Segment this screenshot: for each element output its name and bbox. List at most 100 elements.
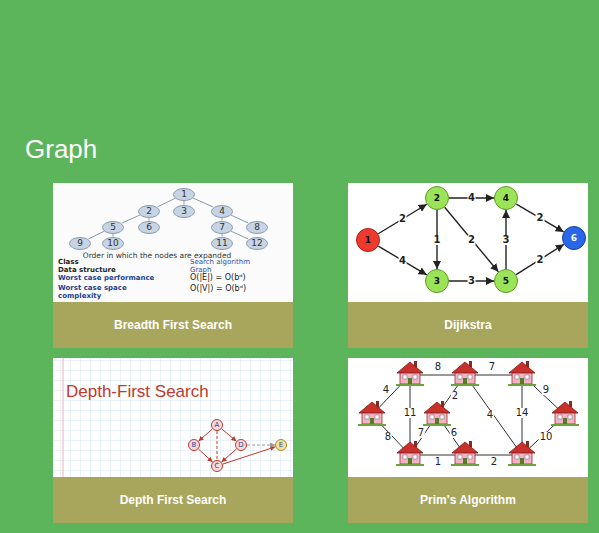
graph-edge — [217, 431, 218, 460]
graph-edge — [222, 429, 237, 441]
graph-vertex: 2 — [138, 205, 160, 218]
vertex-label: 5 — [110, 223, 116, 232]
graph-vertex: 9 — [69, 237, 91, 250]
edge-weight: 3 — [467, 276, 476, 286]
edge-weight: 2 — [490, 457, 498, 467]
edge-weight: 2 — [536, 213, 545, 223]
graph-edge — [222, 218, 223, 221]
table-text: O(|E|) = O(bᵈ) — [190, 274, 246, 282]
edge-weight: 6 — [450, 428, 458, 438]
grid-paper — [53, 358, 293, 477]
vertex-label: 3 — [181, 207, 187, 216]
graph-edge — [223, 447, 276, 464]
graph-vertex: 11 — [211, 237, 233, 250]
table-text: Worst case performance — [58, 275, 154, 282]
tile-image — [348, 358, 588, 477]
graph-edge — [193, 198, 213, 207]
tile-image — [53, 358, 293, 477]
graph-vertex: 10 — [102, 237, 124, 250]
graph-edge — [149, 218, 150, 221]
graph-vertex: 12 — [246, 237, 268, 250]
edge-weight: 4 — [486, 410, 494, 420]
house-icons — [358, 361, 579, 466]
graph-edge — [231, 231, 249, 239]
graph-vertex: 3 — [173, 205, 195, 218]
tile-caption: Prim's Algorithm — [420, 494, 516, 506]
edge-weight: 4 — [467, 193, 476, 203]
table-text: Class — [58, 259, 79, 266]
edge-weight: 10 — [539, 432, 554, 442]
caption-band: Breadth First Search — [53, 302, 293, 348]
graph-edge — [199, 429, 213, 441]
vertex-label: E — [279, 442, 283, 449]
vertex-label: 1 — [181, 190, 187, 199]
graph-vertex: D — [235, 439, 247, 451]
vertex-label: 6 — [571, 234, 577, 243]
graph-vertex: 8 — [246, 221, 268, 234]
graph-edge — [445, 207, 499, 272]
edge-weight: 9 — [542, 385, 550, 395]
edge-weight: 14 — [515, 408, 530, 418]
vertex-label: 1 — [365, 236, 371, 245]
graph-vertex: 4 — [211, 205, 233, 218]
edge-weight: 8 — [434, 362, 442, 372]
graph-vertex: C — [211, 460, 223, 472]
vertex-label: 2 — [434, 194, 440, 203]
tile-caption: Dijikstra — [444, 319, 491, 331]
edge-weight: 2 — [536, 255, 545, 265]
edge-weight: 7 — [417, 428, 425, 438]
edge-weight: 11 — [403, 408, 418, 418]
edge-weight: 8 — [384, 432, 392, 442]
graph-vertex: A — [211, 419, 223, 431]
graph-edge — [231, 215, 249, 223]
graph-edge — [122, 215, 140, 223]
vertex-label: D — [238, 442, 243, 449]
edge-weight: 7 — [488, 362, 496, 372]
tile-image — [53, 183, 293, 302]
graph-vertex: 3 — [425, 269, 449, 293]
caption-band: Dijikstra — [348, 302, 588, 348]
graph-vertex: 2 — [425, 186, 449, 210]
vertex-label: 4 — [219, 207, 225, 216]
edge-weight: 4 — [382, 385, 390, 395]
graph-edge — [198, 449, 212, 462]
margin-line — [63, 358, 64, 477]
edge-weight: 3 — [502, 235, 511, 245]
thumbnail-heading: Depth-First Search — [66, 383, 209, 400]
vertex-label: 3 — [434, 277, 440, 286]
graph-edge — [516, 244, 564, 274]
graph-vertex: 1 — [356, 228, 380, 252]
vertex-label: B — [192, 442, 197, 449]
vertex-label: 8 — [254, 223, 260, 232]
table-text: Search algorithm — [190, 259, 250, 266]
graph-tile: Dijikstra 1 2 3 4 5 6 — [348, 183, 588, 348]
edge-weight: 2 — [467, 235, 476, 245]
graph-vertex: E — [275, 439, 287, 451]
vertex-label: 5 — [503, 277, 509, 286]
graph-vertex: 4 — [494, 186, 518, 210]
graph-vertex: 1 — [173, 188, 195, 201]
vertex-label: 12 — [251, 239, 262, 248]
page-title: Graph — [25, 136, 97, 162]
table-text: Worst case space complexity — [58, 284, 143, 300]
tile-image — [348, 183, 588, 302]
tile-caption: Breadth First Search — [114, 319, 232, 331]
edge-weight: 1 — [433, 235, 442, 245]
graph-edge — [378, 204, 427, 234]
vertex-label: 9 — [77, 239, 83, 248]
vertex-label: 6 — [146, 223, 152, 232]
graph-vertex: 7 — [211, 221, 233, 234]
vertex-label: 7 — [219, 223, 225, 232]
vertex-label: 10 — [107, 239, 118, 248]
tile-caption: Depth First Search — [120, 494, 227, 506]
vertex-label: 4 — [503, 194, 509, 203]
graph-edge — [89, 231, 105, 239]
graph-edge — [516, 204, 563, 232]
vertex-label: 11 — [216, 239, 227, 248]
table-text: Data structure — [58, 267, 116, 274]
graph-edge — [222, 234, 223, 237]
caption-band: Depth First Search — [53, 477, 293, 523]
edge-weight: 2 — [398, 214, 407, 224]
graph-edge — [378, 246, 426, 275]
graph-edge — [247, 445, 275, 446]
